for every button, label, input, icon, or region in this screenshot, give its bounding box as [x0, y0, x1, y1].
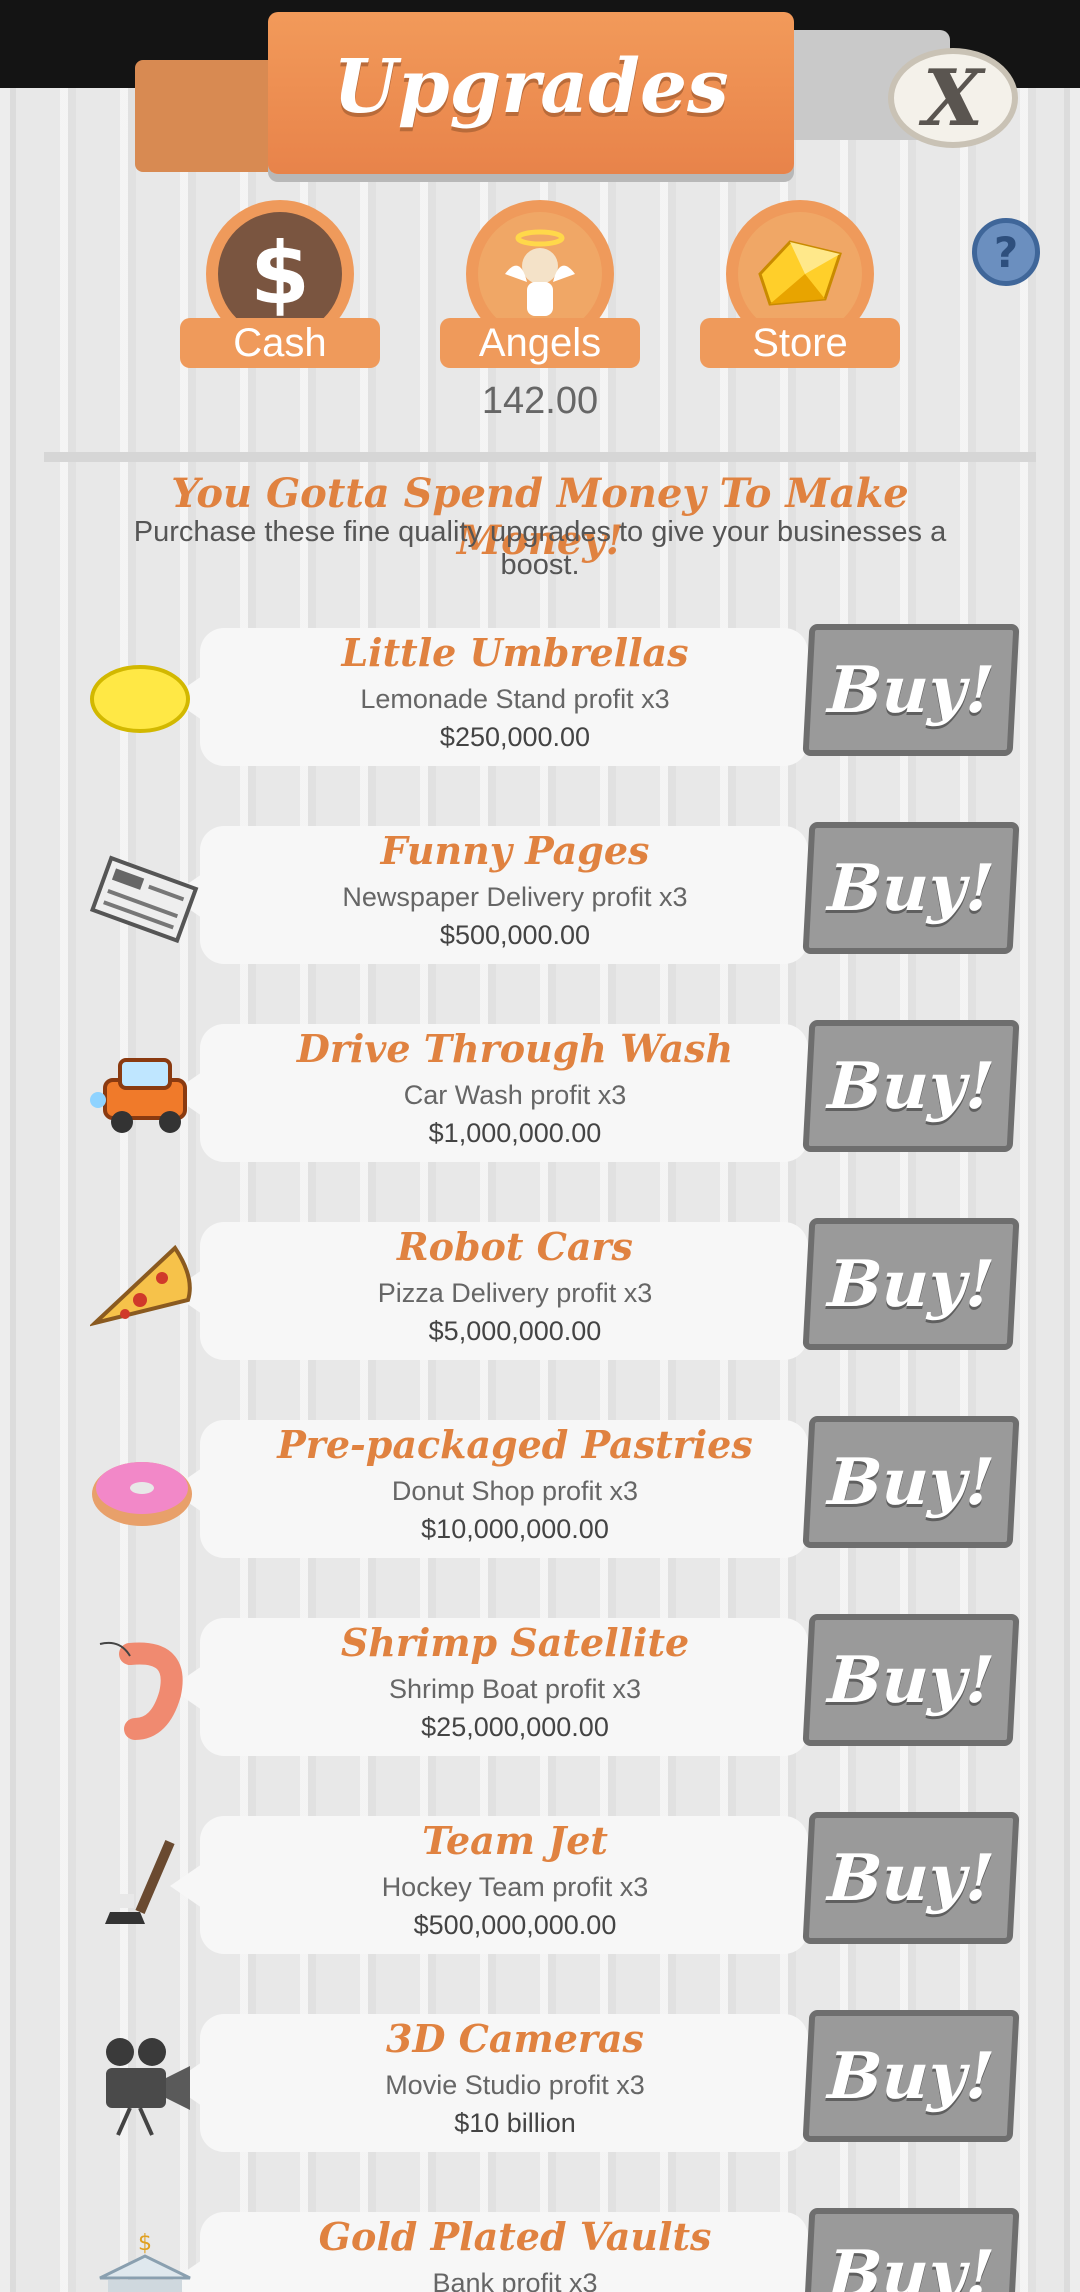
upgrade-name: Pre-packaged Pastries [277, 1422, 753, 1467]
tab-store[interactable]: Store [700, 200, 900, 370]
upgrade-card [200, 1024, 808, 1162]
upgrade-cost: $500,000.00 [439, 920, 591, 950]
upgrade-card [200, 2014, 808, 2152]
upgrade-name: Robot Cars [397, 1224, 633, 1269]
slogan: You Gotta Spend Money To Make Money! [171, 470, 909, 564]
hockey-stick-icon [90, 1832, 200, 1942]
upgrade-card [200, 1420, 808, 1558]
buy-button[interactable]: Buy! [802, 2208, 1020, 2292]
upgrade-row-team-jet: Team Jet Hockey Team profit x3 $500,000,… [0, 1812, 1080, 1962]
upgrade-card [200, 1816, 808, 1954]
divider [44, 452, 1036, 462]
upgrade-cost: $250,000.00 [439, 722, 591, 752]
buy-button[interactable]: Buy! [802, 2010, 1020, 2142]
buy-button[interactable]: Buy! [802, 1218, 1020, 1350]
buy-button[interactable]: Buy! [802, 1812, 1020, 1944]
close-button[interactable]: X [888, 48, 1018, 148]
donut-icon [90, 1436, 200, 1546]
upgrade-row-3d-cameras: 3D Cameras Movie Studio profit x3 $10 bi… [0, 2010, 1080, 2160]
upgrade-description: Lemonade Stand profit x3 [360, 684, 670, 714]
car-icon [90, 1040, 200, 1150]
upgrade-name: 3D Cameras [386, 2016, 644, 2061]
buy-button[interactable]: Buy! [802, 1416, 1020, 1548]
upgrade-row-funny-pages: Funny Pages Newspaper Delivery profit x3… [0, 822, 1080, 972]
upgrade-cost: $500,000,000.00 [413, 1910, 617, 1940]
upgrade-cost: $25,000,000.00 [421, 1712, 609, 1742]
tab-cash[interactable]: $ Cash [180, 200, 380, 370]
upgrade-row-shrimp-satellite: Shrimp Satellite Shrimp Boat profit x3 $… [0, 1614, 1080, 1764]
upgrade-description: Car Wash profit x3 [403, 1080, 627, 1110]
upgrade-description: Shrimp Boat profit x3 [388, 1674, 642, 1704]
upgrade-name: Team Jet [422, 1818, 608, 1863]
title-banner [268, 12, 794, 174]
tab-cash-label: Cash [180, 318, 380, 368]
bank-icon: $ [90, 2228, 200, 2292]
upgrade-name: Gold Plated Vaults [318, 2214, 712, 2259]
upgrade-name: Shrimp Satellite [340, 1620, 690, 1665]
upgrade-description: Hockey Team profit x3 [381, 1872, 649, 1902]
page-title: Upgrades [333, 44, 729, 130]
upgrade-row-drive-through-wash: Drive Through Wash Car Wash profit x3 $1… [0, 1020, 1080, 1170]
upgrade-card [200, 1222, 808, 1360]
upgrade-card [200, 2212, 808, 2292]
help-button[interactable]: ? [972, 218, 1040, 286]
subtitle: Purchase these fine quality upgrades to … [133, 516, 947, 581]
movie-camera-icon [90, 2030, 200, 2140]
shrimp-icon [90, 1634, 200, 1744]
tab-angels[interactable]: Angels [440, 200, 640, 370]
upgrade-row-little-umbrellas: Little Umbrellas Lemonade Stand profit x… [0, 624, 1080, 774]
upgrade-cost: $10,000,000.00 [421, 1514, 609, 1544]
svg-text:$: $ [138, 2231, 152, 2256]
angel-balance: 142.00 [481, 380, 599, 422]
upgrade-description: Pizza Delivery profit x3 [377, 1278, 653, 1308]
upgrade-name: Funny Pages [380, 828, 650, 873]
pizza-icon [88, 1238, 200, 1348]
tab-angels-label: Angels [440, 318, 640, 368]
upgrade-row-pre-packaged-pastries: Pre-packaged Pastries Donut Shop profit … [0, 1416, 1080, 1566]
buy-button[interactable]: Buy! [802, 624, 1020, 756]
upgrade-card [200, 628, 808, 766]
upgrade-name: Drive Through Wash [296, 1026, 734, 1071]
tab-store-label: Store [700, 318, 900, 368]
upgrade-cost: $5,000,000.00 [428, 1316, 602, 1346]
upgrade-cost: $10 billion [454, 2108, 576, 2138]
upgrade-description: Donut Shop profit x3 [391, 1476, 639, 1506]
upgrade-description: Movie Studio profit x3 [385, 2070, 645, 2100]
upgrade-row-gold-plated-vaults: $ Gold Plated Vaults Bank profit x3 Buy! [0, 2208, 1080, 2292]
buy-button[interactable]: Buy! [802, 1614, 1020, 1746]
upgrade-cost: $1,000,000.00 [428, 1118, 602, 1148]
upgrade-description: Bank profit x3 [432, 2268, 598, 2292]
banner-decoration-left [135, 60, 275, 172]
upgrade-description: Newspaper Delivery profit x3 [342, 882, 688, 912]
upgrade-card [200, 1618, 808, 1756]
upgrade-row-robot-cars: Robot Cars Pizza Delivery profit x3 $5,0… [0, 1218, 1080, 1368]
upgrade-name: Little Umbrellas [341, 630, 689, 675]
newspaper-icon [89, 842, 200, 952]
lemon-icon [90, 644, 200, 754]
buy-button[interactable]: Buy! [802, 822, 1020, 954]
buy-button[interactable]: Buy! [802, 1020, 1020, 1152]
upgrade-card [200, 826, 808, 964]
